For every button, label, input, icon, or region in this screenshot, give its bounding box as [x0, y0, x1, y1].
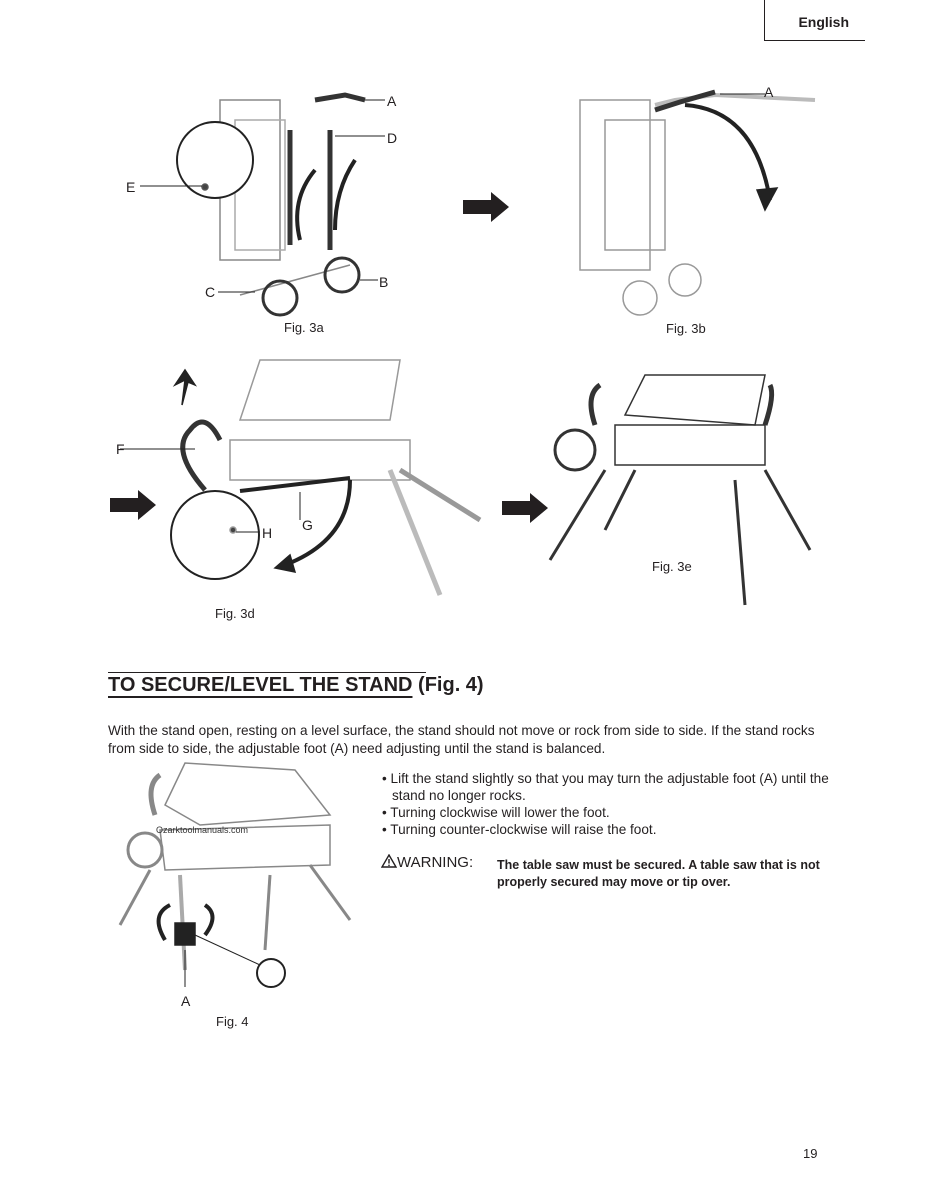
warning-triangle-icon	[380, 853, 398, 868]
list-item: • Turning clockwise will lower the foot.	[382, 805, 610, 820]
warning-text: The table saw must be secured. A table s…	[497, 858, 820, 889]
page-number: 19	[803, 1146, 818, 1161]
list-item: • Turning counter-clockwise will raise t…	[382, 822, 657, 837]
intro-paragraph: With the stand open, resting on a level …	[108, 723, 815, 756]
arrow-right-icon	[463, 192, 509, 222]
fig-3a-illustration	[140, 92, 385, 317]
arrow-right-icon	[502, 493, 548, 523]
heading-rule-top	[108, 672, 426, 673]
arrow-right-icon	[110, 490, 156, 520]
fig-4-illustration	[118, 762, 352, 988]
fig-3d-illustration	[120, 359, 482, 596]
language-tab: English	[764, 0, 865, 41]
fig-3b-illustration	[579, 89, 816, 316]
section-heading: TO SECURE/LEVEL THE STAND (Fig. 4)	[108, 674, 484, 696]
instruction-list: • Lift the stand slightly so that you ma…	[382, 770, 832, 838]
fig-3e-illustration	[548, 374, 812, 606]
warning-label: WARNING:	[380, 853, 473, 871]
list-item: • Lift the stand slightly so that you ma…	[382, 771, 829, 803]
